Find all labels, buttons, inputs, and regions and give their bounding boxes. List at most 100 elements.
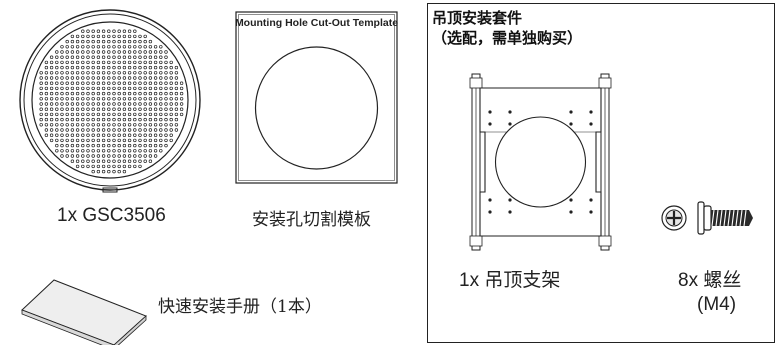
grille-hole: [75, 97, 80, 101]
grille-hole: [44, 76, 49, 80]
grille-hole: [39, 123, 43, 127]
grille-hole: [127, 91, 132, 96]
grille-hole: [107, 50, 111, 54]
grille-hole: [117, 71, 121, 75]
grille-hole: [112, 169, 116, 174]
grille-hole: [138, 128, 142, 132]
grille-hole: [81, 117, 85, 122]
grille-hole: [138, 164, 142, 169]
grille-hole: [153, 81, 158, 85]
bracket-label: 1x 吊顶支架: [459, 270, 561, 291]
grille-hole: [75, 138, 80, 143]
grille-hole: [107, 164, 111, 169]
grille-hole: [101, 117, 106, 122]
grille-hole: [49, 60, 54, 65]
grille-hole: [81, 29, 85, 33]
grille-hole: [96, 149, 101, 153]
grille-hole: [143, 107, 147, 111]
speaker-item: [10, 4, 210, 196]
grille-hole: [107, 91, 111, 96]
grille-hole: [153, 97, 158, 101]
template-title: Mounting Hole Cut-Out Template: [234, 17, 399, 29]
grille-hole: [86, 55, 90, 59]
grille-hole: [39, 76, 43, 80]
grille-hole: [153, 143, 158, 148]
grille-hole: [49, 81, 54, 85]
grille-hole: [91, 107, 95, 111]
grille-hole: [127, 128, 132, 132]
grille-hole: [138, 117, 142, 122]
grille-hole: [122, 39, 127, 44]
grille-hole: [122, 138, 127, 143]
grille-hole: [75, 81, 80, 85]
grille-hole: [81, 123, 85, 127]
grille-hole: [127, 86, 132, 91]
grille-hole: [101, 154, 106, 158]
grille-hole: [91, 55, 95, 59]
grille-hole: [75, 65, 80, 70]
grille-hole: [117, 138, 121, 143]
grille-hole: [143, 159, 147, 163]
grille-hole: [91, 112, 95, 117]
grille-hole: [112, 117, 116, 122]
grille-hole: [127, 154, 132, 158]
grille-hole: [153, 102, 158, 106]
grille-hole: [148, 117, 153, 122]
grille-hole: [81, 164, 85, 169]
grille-hole: [70, 159, 75, 163]
grille-hole: [127, 112, 132, 117]
grille-hole: [133, 112, 137, 117]
grille-hole: [169, 133, 173, 137]
grille-hole: [81, 154, 85, 158]
manual-booklet-icon: [21, 279, 147, 349]
grille-hole: [164, 143, 168, 148]
grille-hole: [122, 91, 127, 96]
grille-hole: [148, 97, 153, 101]
grille-hole: [55, 91, 59, 96]
grille-hole: [86, 45, 90, 49]
grille-hole: [153, 138, 158, 143]
grille-hole: [143, 154, 147, 158]
speaker-grille-icon: [19, 9, 201, 193]
grille-hole: [122, 154, 127, 158]
grille-hole: [107, 86, 111, 91]
grille-hole: [101, 50, 106, 54]
grille-hole: [117, 91, 121, 96]
grille-hole: [174, 112, 179, 117]
grille-hole: [101, 149, 106, 153]
grille-hole: [91, 164, 95, 169]
grille-hole: [159, 71, 163, 75]
grille-hole: [70, 65, 75, 70]
grille-hole: [107, 29, 111, 33]
grille-hole: [164, 55, 168, 59]
grille-hole: [117, 117, 121, 122]
grille-hole: [133, 102, 137, 106]
grille-hole: [96, 138, 101, 143]
grille-hole: [65, 45, 69, 49]
grille-hole: [143, 91, 147, 96]
grille-hole: [138, 154, 142, 158]
grille-hole: [133, 97, 137, 101]
grille-hole: [101, 71, 106, 75]
grille-hole: [143, 102, 147, 106]
grille-hole: [101, 138, 106, 143]
grille-hole: [96, 71, 101, 75]
grille-hole: [91, 138, 95, 143]
grille-hole: [164, 97, 168, 101]
grille-hole: [75, 102, 80, 106]
grille-hole: [65, 81, 69, 85]
grille-hole: [133, 154, 137, 158]
grille-hole: [133, 45, 137, 49]
grille-hole: [55, 128, 59, 132]
grille-hole: [138, 45, 142, 49]
grille-hole: [159, 143, 163, 148]
grille-hole: [122, 143, 127, 148]
grille-hole: [117, 29, 121, 33]
grille-hole: [101, 128, 106, 132]
grille-hole: [133, 128, 137, 132]
screw-side-icon: [697, 201, 753, 235]
grille-hole: [174, 65, 179, 70]
grille-hole: [174, 107, 179, 111]
grille-hole: [138, 123, 142, 127]
grille-hole: [81, 65, 85, 70]
